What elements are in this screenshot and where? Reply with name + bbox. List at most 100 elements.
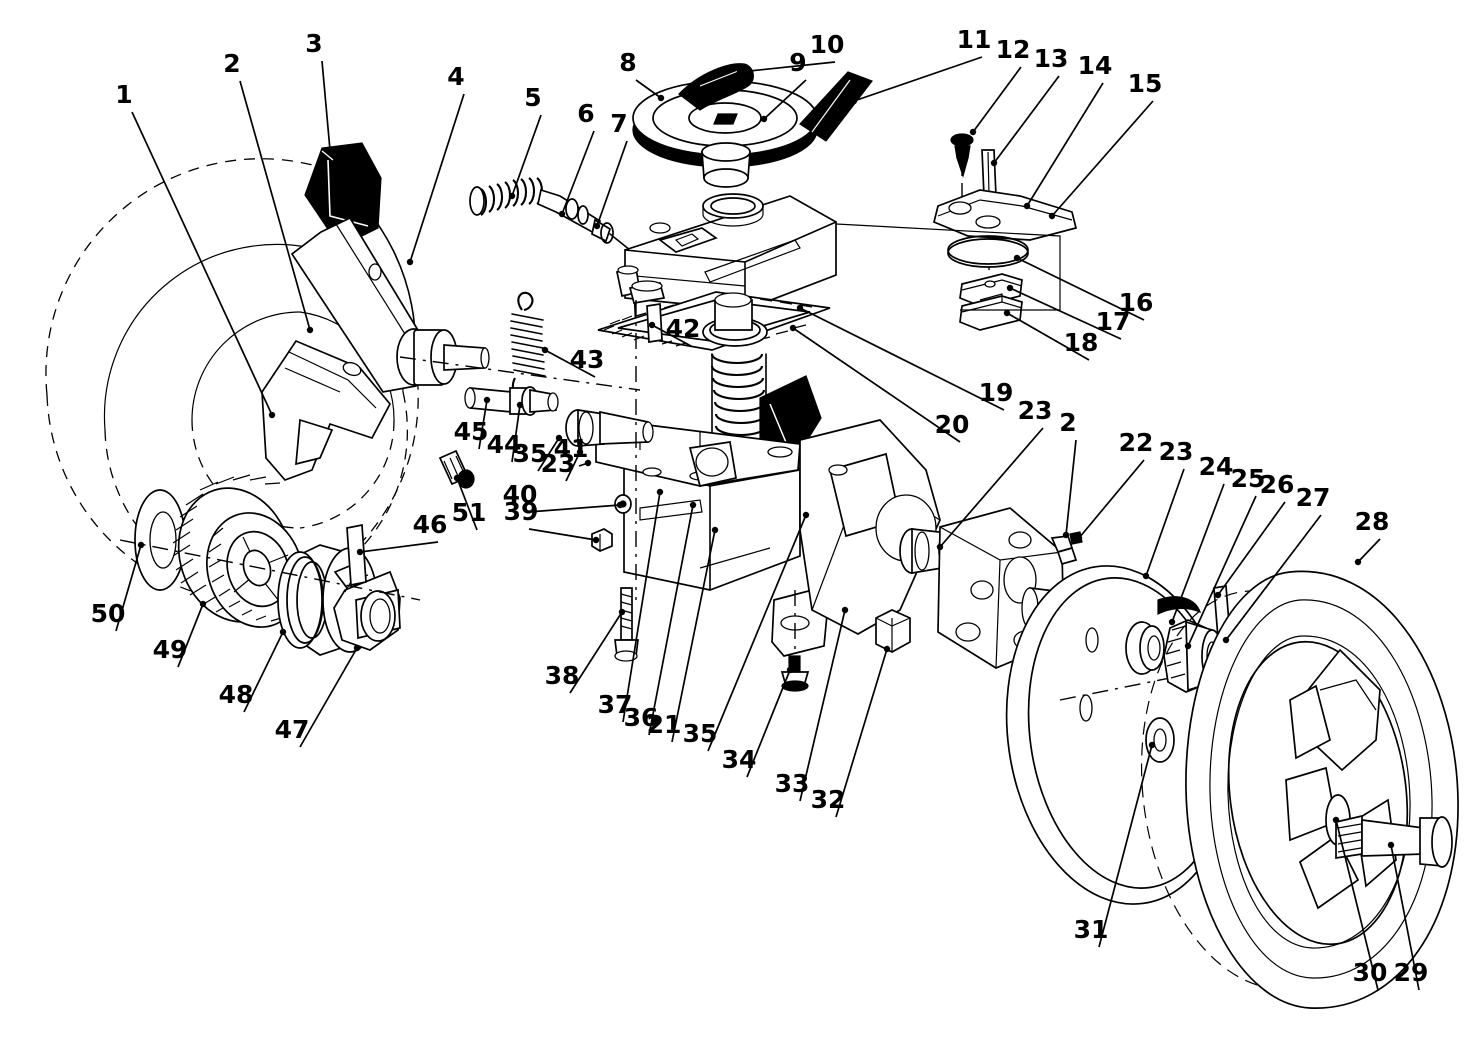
callout-leader-2b	[1065, 439, 1077, 536]
part-43-extension-spring	[510, 291, 546, 395]
callout-point-11	[850, 97, 858, 105]
callout-point-2	[306, 326, 314, 334]
callout-point-8	[657, 94, 665, 102]
part-11-gearcase-cover	[615, 193, 837, 311]
callout-leader-27	[1225, 514, 1322, 641]
callout-point-43	[541, 346, 549, 354]
callout-leader-45	[478, 399, 488, 450]
callout-point-42	[648, 321, 656, 329]
callout-label-50: 50	[91, 599, 126, 628]
callout-point-35	[802, 511, 810, 519]
callout-point-16	[1013, 254, 1021, 262]
callout-label-26: 26	[1260, 470, 1295, 499]
callout-point-4	[406, 258, 414, 266]
callout-point-15	[1048, 212, 1056, 220]
callout-point-23c	[576, 448, 584, 456]
callout-label-49: 49	[153, 635, 188, 664]
callout-point-28	[1354, 558, 1362, 566]
callout-label-4: 4	[447, 62, 464, 91]
callout-leader-9	[763, 79, 807, 120]
part-19-worm-spring	[710, 353, 768, 437]
callout-label-34: 34	[722, 745, 757, 774]
callout-point-23	[936, 543, 944, 551]
leader-bracket-path	[835, 223, 1061, 311]
callout-label-18: 18	[1064, 328, 1099, 357]
callout-leader-10	[739, 61, 836, 73]
callout-label-31: 31	[1074, 915, 1109, 944]
gear-axis-centerline	[119, 539, 421, 601]
callout-label-44: 44	[487, 430, 522, 459]
callout-point-2b	[1062, 531, 1070, 539]
part-45-shaft-rod	[464, 386, 559, 416]
callout-leader-18	[1006, 312, 1090, 361]
callout-point-33	[841, 606, 849, 614]
callout-label-9: 9	[789, 48, 806, 77]
part-38-bolt	[614, 300, 639, 662]
callout-label-29: 29	[1394, 958, 1429, 987]
callout-leader-30	[1335, 819, 1379, 991]
callout-leader-7	[596, 140, 628, 227]
callout-leader-2	[239, 80, 311, 331]
callout-label-48: 48	[219, 680, 254, 709]
callout-label-45: 45	[454, 417, 489, 446]
callout-leader-14	[1026, 82, 1104, 207]
callout-leader-11	[853, 56, 983, 102]
part-39-nut	[591, 528, 613, 552]
callout-point-7	[593, 222, 601, 230]
callout-point-47	[353, 644, 361, 652]
callout-point-48	[279, 628, 287, 636]
callout-point-46	[356, 548, 364, 556]
callout-leader-23b	[1145, 468, 1185, 577]
callout-leader-17	[1009, 287, 1122, 340]
part-3-black-knob	[304, 142, 382, 248]
callout-leader-13	[993, 75, 1060, 164]
callout-label-19: 19	[979, 378, 1014, 407]
callout-leader-48	[243, 631, 284, 713]
callout-point-31	[1148, 741, 1156, 749]
callout-point-34	[786, 666, 794, 674]
callout-point-37	[656, 488, 664, 496]
callout-label-35: 35	[683, 719, 718, 748]
part-5-6-7-cable-assembly	[469, 177, 637, 331]
callout-leader-42	[651, 324, 692, 347]
callout-label-2b: 2	[1059, 408, 1076, 437]
callout-label-24: 24	[1199, 452, 1234, 481]
callout-point-35b	[555, 434, 563, 442]
callout-label-43: 43	[570, 345, 605, 374]
callout-point-21	[711, 526, 719, 534]
callout-point-13	[990, 159, 998, 167]
callout-leader-3	[321, 60, 331, 151]
callout-label-47: 47	[275, 715, 310, 744]
callout-label-37: 37	[598, 690, 633, 719]
callout-point-30	[1332, 816, 1340, 824]
callout-label-5: 5	[524, 83, 541, 112]
callout-point-19	[796, 304, 804, 312]
part-4-lever-arm	[261, 216, 431, 482]
callout-label-22: 22	[1119, 428, 1154, 457]
callout-leader-37	[622, 491, 661, 723]
callout-leader-lines	[115, 56, 1420, 991]
callout-point-51	[453, 474, 461, 482]
callout-point-20	[789, 324, 797, 332]
callout-leader-43	[544, 349, 596, 378]
callout-point-24	[1168, 618, 1176, 626]
part-16-pulley-washer	[947, 235, 1029, 268]
part-33-bracket-plate	[799, 419, 941, 635]
callout-label-6: 6	[577, 99, 594, 128]
callout-label-23b: 23	[1159, 437, 1194, 466]
part-51-screw	[438, 449, 475, 489]
callout-point-17	[1006, 284, 1014, 292]
callout-leader-28	[1357, 538, 1381, 563]
callout-point-23b	[1142, 572, 1150, 580]
callout-point-22	[1075, 534, 1083, 542]
callout-label-23: 23	[1018, 396, 1053, 425]
part-1-axle-hub	[396, 328, 641, 391]
callout-label-17: 17	[1096, 307, 1131, 336]
callout-label-51: 51	[452, 498, 487, 527]
callout-point-10	[736, 68, 744, 76]
callout-leader-32	[835, 648, 888, 818]
callout-point-49	[199, 600, 207, 608]
callout-point-25	[1184, 642, 1192, 650]
callout-label-2: 2	[223, 49, 240, 78]
